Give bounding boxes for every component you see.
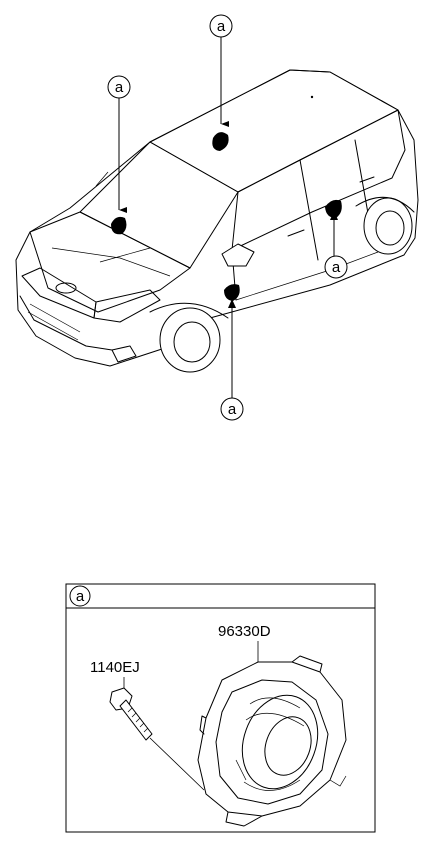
bolt-part-number: 1140EJ (90, 659, 140, 676)
speaker-marker-rear-door (325, 199, 342, 218)
detail-header-letter: a (76, 588, 85, 605)
callout-letter: a (228, 401, 237, 418)
speaker-marker-dash (111, 216, 127, 235)
callout-left: a (107, 75, 131, 213)
callout-right: a (324, 211, 348, 279)
speaker-locations (111, 132, 342, 301)
callout-letter: a (115, 79, 124, 96)
car-illustration (15, 69, 419, 373)
callout-top: a (209, 14, 233, 127)
speaker-part-number: 96330D (218, 623, 271, 640)
speaker-marker-roof (212, 132, 229, 151)
callout-bottom: a (220, 299, 244, 421)
speaker-illustration (197, 655, 347, 827)
detail-box: a 96330D 1140EJ (65, 583, 376, 833)
bolt-illustration (109, 687, 205, 791)
callout-letter: a (332, 259, 341, 276)
detail-header-callout (69, 585, 91, 607)
callout-letter: a (217, 18, 226, 35)
speaker-marker-front-door (224, 284, 240, 301)
